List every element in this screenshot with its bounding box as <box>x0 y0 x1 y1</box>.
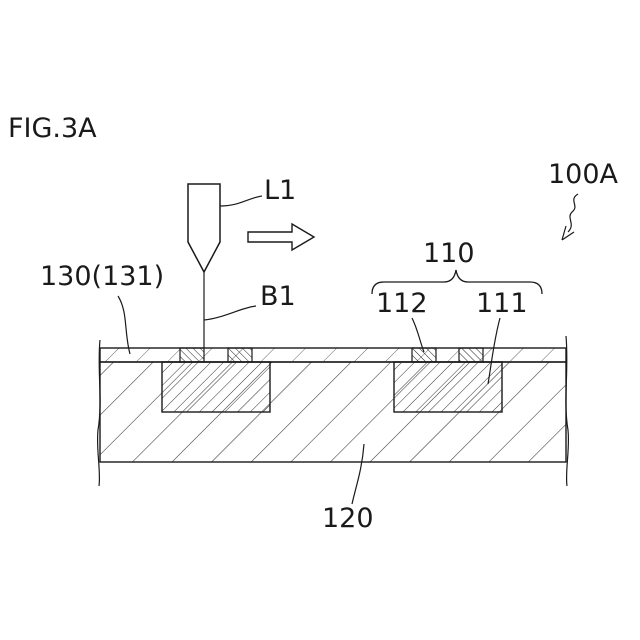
left-pad-a <box>180 348 204 362</box>
right-pad-112-a <box>412 348 436 362</box>
right-well-111 <box>394 362 502 412</box>
device-leader-squiggle <box>568 194 578 232</box>
pad-leader <box>412 318 424 352</box>
substrate-label: 120 <box>322 503 374 534</box>
device-leader-arrowhead <box>562 226 574 240</box>
figure-title: FIG.3A <box>8 113 97 144</box>
coating-label: 130(131) <box>40 261 164 292</box>
left-well <box>162 362 270 412</box>
pad-label: 112 <box>376 288 428 319</box>
laser-head <box>188 184 220 272</box>
coating-layer-130 <box>100 348 566 362</box>
right-pad-112-b <box>459 348 483 362</box>
group-label: 110 <box>423 238 475 269</box>
well-label: 111 <box>476 288 528 319</box>
beam-label: B1 <box>260 281 296 312</box>
movement-arrow <box>248 224 314 250</box>
laser-label: L1 <box>264 175 296 206</box>
device-label: 100A <box>548 159 619 190</box>
beam-leader <box>204 306 256 320</box>
laser-leader <box>220 196 262 206</box>
coating-leader <box>118 296 130 354</box>
left-pad-b <box>228 348 252 362</box>
